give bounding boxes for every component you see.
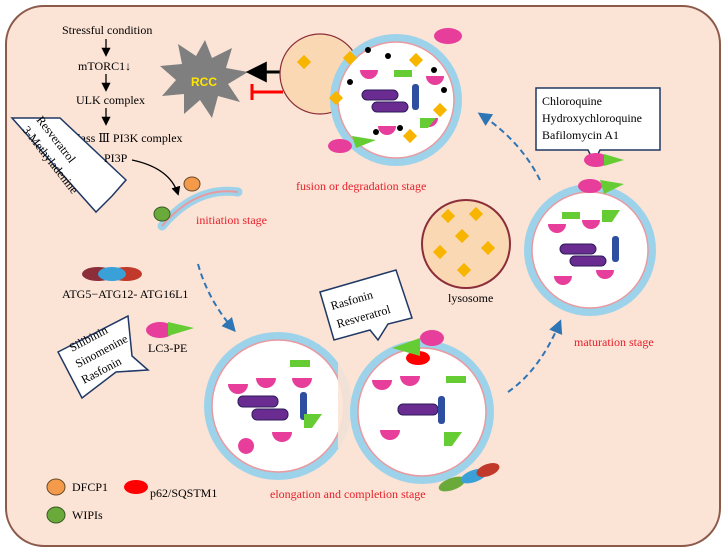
pi3p-label: PI3P xyxy=(104,151,128,165)
rcc-starburst: RCC xyxy=(160,40,248,118)
initiation-stage-label: initiation stage xyxy=(196,213,267,227)
arrow-maturation-to-fusion xyxy=(477,112,541,181)
pathway-step-2: mTORC1↓ xyxy=(78,59,131,73)
rcc-label: RCC xyxy=(191,75,217,89)
fusion-stage-label: fusion or degradation stage xyxy=(296,179,426,193)
callout-lysosomal-inhibitors: Chloroquine Hydroxychloroquine Bafilomyc… xyxy=(535,87,661,164)
inhibit-arrow xyxy=(250,84,283,100)
legend-p62-label: p62/SQSTM1 xyxy=(150,486,217,500)
signaling-pathway: Stressful condition mTORC1↓ ULK complex … xyxy=(62,23,183,145)
pi3p-arrow xyxy=(131,159,181,196)
pathway-step-3: ULK complex xyxy=(76,93,145,107)
wipi-marker xyxy=(153,206,171,222)
maturation-vesicle xyxy=(524,179,656,316)
lc3-label: LC3-PE xyxy=(148,341,187,355)
atg-label: ATG5−ATG12- ATG16L1 xyxy=(62,287,188,301)
elongation-stage-label: elongation and completion stage xyxy=(270,487,426,501)
legend-p62-swatch xyxy=(124,480,148,494)
lysosome-label: lysosome xyxy=(448,291,493,305)
legend-wipis-label: WIPIs xyxy=(72,508,103,522)
arrow-elongation-to-maturation xyxy=(507,319,563,393)
maturation-stage-label: maturation stage xyxy=(574,335,654,349)
pathway-step-1: Stressful condition xyxy=(62,23,152,37)
p62-marker xyxy=(406,351,430,365)
lyso-inhibitor-1: Chloroquine xyxy=(542,94,602,108)
fusion-vesicle xyxy=(279,28,462,166)
elongation-vesicle-left xyxy=(204,332,352,480)
elongation-vesicle-right xyxy=(350,330,494,484)
lysosome xyxy=(421,199,511,289)
lc3-marker-top xyxy=(584,153,624,167)
legend-wipis-swatch xyxy=(46,506,66,524)
dfcp1-marker xyxy=(183,176,201,192)
lc3-pe-marker xyxy=(146,322,194,338)
atg-complex xyxy=(82,267,142,281)
phagophore xyxy=(153,176,243,231)
legend-dfcp1-swatch xyxy=(46,478,66,496)
legend: DFCP1 WIPIs p62/SQSTM1 xyxy=(46,478,217,524)
lyso-inhibitor-3: Bafilomycin A1 xyxy=(542,128,619,142)
legend-dfcp1-label: DFCP1 xyxy=(72,480,108,494)
callout-middle: Rasfonin Resveratrol xyxy=(319,269,413,342)
pathway-step-4: class Ⅲ PI3K complex xyxy=(72,131,183,145)
atg-complex-attached xyxy=(438,463,500,492)
lyso-inhibitor-2: Hydroxychloroquine xyxy=(542,111,642,125)
